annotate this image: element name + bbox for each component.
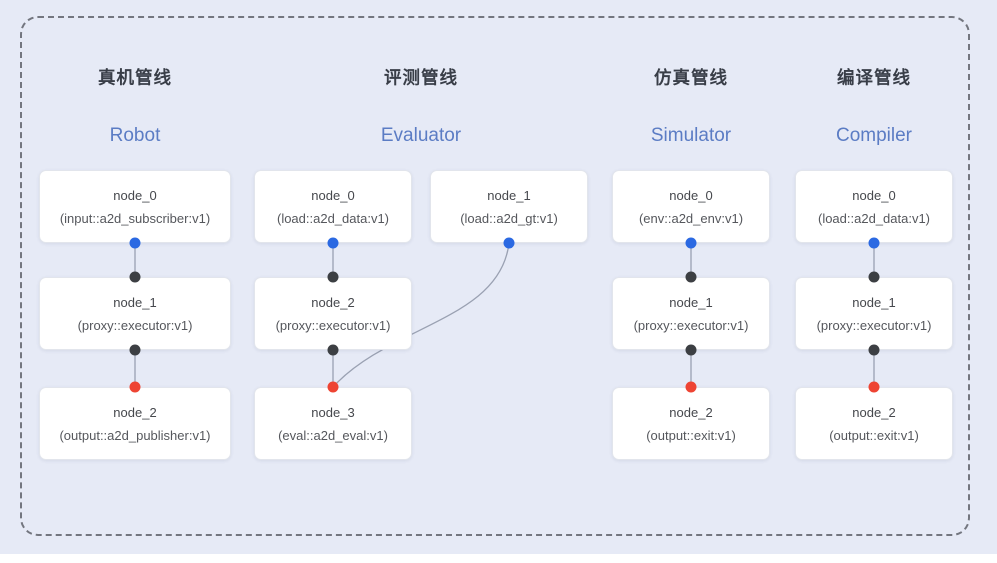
node-type-label: (output::exit:v1) bbox=[646, 427, 736, 443]
node-type-label: (proxy::executor:v1) bbox=[77, 317, 193, 333]
edge-evaluator-node_1-to-node_3 bbox=[332, 242, 510, 388]
pipeline-title-zh-compiler: 编译管线 bbox=[837, 67, 911, 88]
pipeline-title-en-robot: Robot bbox=[109, 125, 161, 146]
bottom-strip bbox=[0, 554, 997, 563]
input-port-dot-red bbox=[685, 381, 697, 393]
node-name-label: node_0 bbox=[113, 187, 157, 203]
node-simulator-node_1: node_1(proxy::executor:v1) bbox=[612, 277, 770, 350]
node-type-label: (env::a2d_env:v1) bbox=[638, 210, 744, 226]
input-port-dot-black bbox=[327, 271, 339, 283]
node-type-label: (input::a2d_subscriber:v1) bbox=[59, 210, 211, 226]
node-type-label: (proxy::executor:v1) bbox=[816, 317, 932, 333]
output-port-dot-black bbox=[327, 344, 339, 356]
node-name-label: node_2 bbox=[852, 404, 896, 420]
node-simulator-node_2: node_2(output::exit:v1) bbox=[612, 387, 770, 460]
pipeline-title-en-compiler: Compiler bbox=[835, 125, 913, 146]
pipeline-title-zh-evaluator: 评测管线 bbox=[384, 67, 458, 88]
node-simulator-node_0: node_0(env::a2d_env:v1) bbox=[612, 170, 770, 243]
node-name-label: node_1 bbox=[852, 294, 896, 310]
node-name-label: node_1 bbox=[113, 294, 157, 310]
node-type-label: (output::exit:v1) bbox=[829, 427, 919, 443]
node-robot-node_2: node_2(output::a2d_publisher:v1) bbox=[39, 387, 231, 460]
node-type-label: (eval::a2d_eval:v1) bbox=[278, 427, 388, 443]
node-name-label: node_2 bbox=[113, 404, 157, 420]
node-name-label: node_2 bbox=[669, 404, 713, 420]
output-port-dot-black bbox=[685, 344, 697, 356]
output-port-dot-blue bbox=[327, 237, 339, 249]
node-compiler-node_2: node_2(output::exit:v1) bbox=[795, 387, 953, 460]
pipeline-title-en-simulator: Simulator bbox=[650, 125, 732, 146]
output-port-dot-blue bbox=[685, 237, 697, 249]
node-compiler-node_0: node_0(load::a2d_data:v1) bbox=[795, 170, 953, 243]
node-type-label: (load::a2d_data:v1) bbox=[817, 210, 931, 226]
node-type-label: (load::a2d_data:v1) bbox=[276, 210, 390, 226]
pipeline-title-en-evaluator: Evaluator bbox=[380, 125, 462, 146]
node-name-label: node_1 bbox=[487, 187, 531, 203]
output-port-dot-black bbox=[868, 344, 880, 356]
node-evaluator-node_0: node_0(load::a2d_data:v1) bbox=[254, 170, 412, 243]
input-port-dot-red bbox=[868, 381, 880, 393]
output-port-dot-blue bbox=[129, 237, 141, 249]
input-port-dot-black bbox=[685, 271, 697, 283]
output-port-dot-blue bbox=[868, 237, 880, 249]
input-port-dot-red bbox=[129, 381, 141, 393]
node-robot-node_1: node_1(proxy::executor:v1) bbox=[39, 277, 231, 350]
input-port-dot-red bbox=[327, 381, 339, 393]
node-name-label: node_3 bbox=[311, 404, 355, 420]
node-name-label: node_2 bbox=[311, 294, 355, 310]
output-port-dot-black bbox=[129, 344, 141, 356]
node-compiler-node_1: node_1(proxy::executor:v1) bbox=[795, 277, 953, 350]
node-evaluator-node_1: node_1(load::a2d_gt:v1) bbox=[430, 170, 588, 243]
node-type-label: (proxy::executor:v1) bbox=[633, 317, 749, 333]
node-name-label: node_0 bbox=[852, 187, 896, 203]
node-name-label: node_1 bbox=[669, 294, 713, 310]
dashed-frame bbox=[20, 16, 970, 536]
node-type-label: (load::a2d_gt:v1) bbox=[460, 210, 558, 226]
pipeline-title-zh-robot: 真机管线 bbox=[98, 67, 172, 88]
node-robot-node_0: node_0(input::a2d_subscriber:v1) bbox=[39, 170, 231, 243]
output-port-dot-blue bbox=[503, 237, 515, 249]
input-port-dot-black bbox=[129, 271, 141, 283]
node-type-label: (proxy::executor:v1) bbox=[275, 317, 391, 333]
node-evaluator-node_2: node_2(proxy::executor:v1) bbox=[254, 277, 412, 350]
node-name-label: node_0 bbox=[669, 187, 713, 203]
node-type-label: (output::a2d_publisher:v1) bbox=[59, 427, 211, 443]
node-evaluator-node_3: node_3(eval::a2d_eval:v1) bbox=[254, 387, 412, 460]
node-name-label: node_0 bbox=[311, 187, 355, 203]
input-port-dot-black bbox=[868, 271, 880, 283]
pipeline-title-zh-simulator: 仿真管线 bbox=[654, 67, 728, 88]
